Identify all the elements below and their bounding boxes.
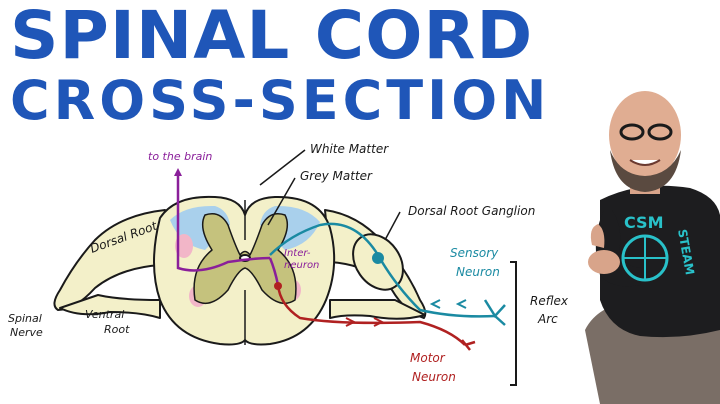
- label-ventral-1: Ventral: [85, 308, 124, 321]
- label-reflex-1: Reflex: [530, 294, 569, 308]
- label-motor-2: Neuron: [412, 370, 456, 384]
- label-sensory-2: Neuron: [456, 265, 500, 279]
- label-to-the-brain: to the brain: [148, 150, 212, 163]
- label-interneuron-2: neuron: [284, 260, 319, 271]
- label-ventral-2: Root: [104, 323, 130, 336]
- label-interneuron-1: Inter-: [284, 248, 311, 259]
- label-reflex-2: Arc: [537, 312, 558, 326]
- sensory-cell-body: [372, 252, 384, 264]
- motor-neuron: [276, 284, 476, 351]
- label-grey-matter: Grey Matter: [300, 169, 373, 183]
- label-motor-1: Motor: [410, 351, 446, 365]
- motor-arrows: [345, 317, 385, 327]
- label-spinal-2: Nerve: [10, 326, 43, 339]
- label-dorsal-root-ganglion: Dorsal Root Ganglion: [408, 204, 535, 218]
- presenter-photo: CSM STEAM: [560, 90, 720, 404]
- title-line-2: CROSS-SECTION: [10, 69, 551, 132]
- sensory-arrows: [429, 299, 467, 309]
- label-spinal-1: Spinal: [8, 312, 42, 325]
- title-line-1: SPINAL CORD: [10, 0, 534, 74]
- reflex-arc-bracket: [510, 261, 517, 386]
- label-white-matter: White Matter: [310, 142, 389, 156]
- shirt-text-csm: CSM: [624, 213, 663, 232]
- label-sensory-1: Sensory: [450, 246, 499, 260]
- arrow-up-icon: [174, 168, 182, 176]
